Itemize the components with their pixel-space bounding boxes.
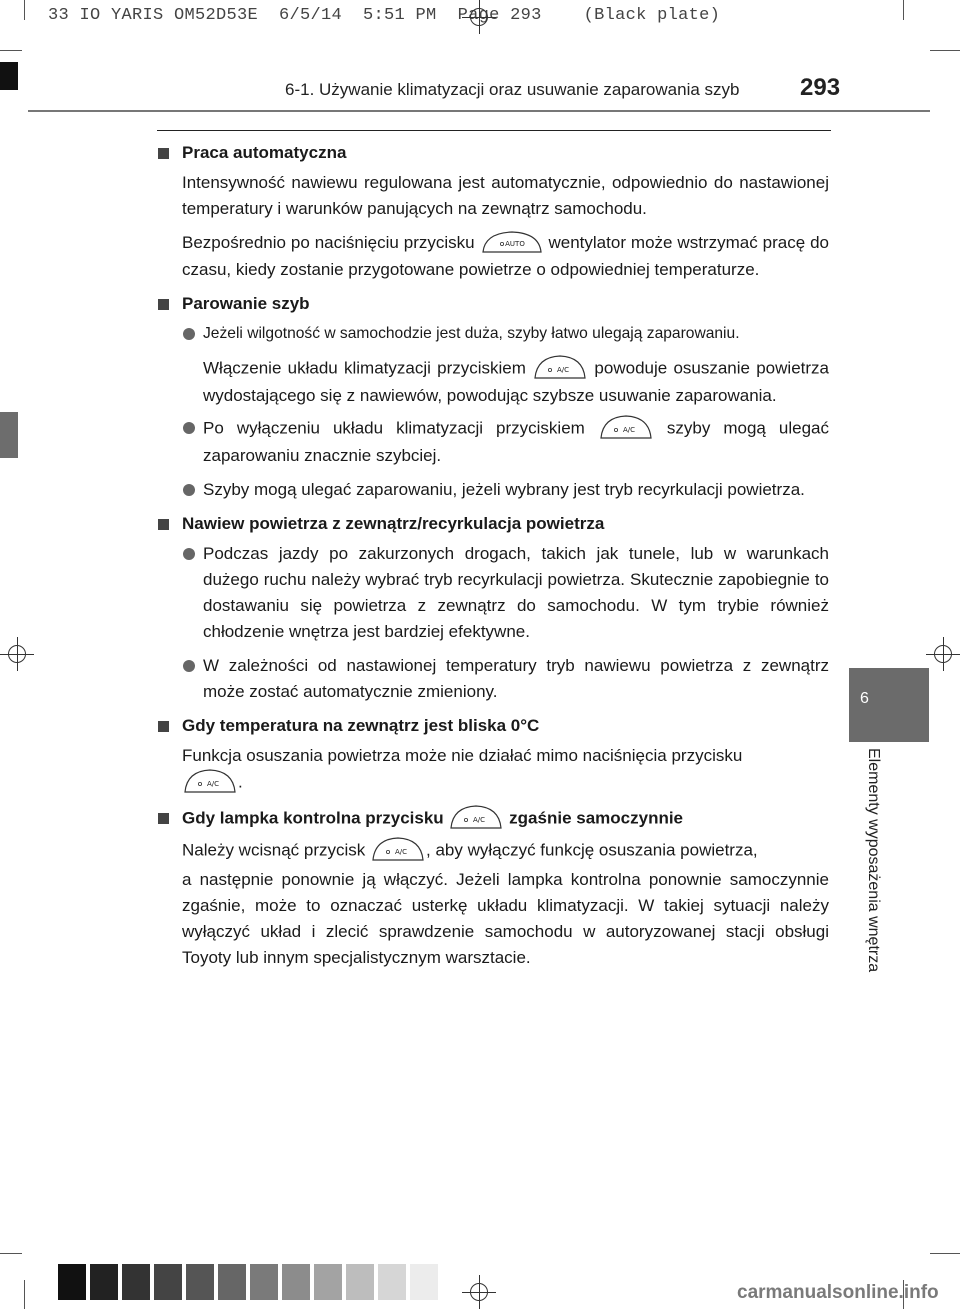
header-divider — [28, 110, 930, 112]
color-swatch — [58, 1264, 86, 1300]
square-bullet-icon — [158, 518, 169, 530]
section-title: Parowanie szyb — [157, 291, 829, 317]
text-run: Należy wcisnąć przycisk — [182, 840, 366, 859]
round-bullet-icon — [183, 547, 195, 560]
crop-mark — [24, 0, 25, 20]
color-swatch — [218, 1264, 246, 1300]
section-title: Gdy temperatura na zewnątrz jest bliska … — [157, 713, 829, 739]
page-header-title: 6-1. Używanie klimatyzacji oraz usuwanie… — [285, 80, 740, 99]
crop-mark — [903, 1280, 904, 1309]
section-title-text: Praca automatyczna — [182, 143, 347, 162]
round-bullet-icon — [183, 659, 195, 672]
ac-button-icon: A/C — [182, 767, 238, 795]
registration-mark-icon — [0, 637, 34, 671]
auto-button-label: AUTO — [505, 240, 525, 248]
section-title-text: zgaśnie samoczynnie — [509, 808, 684, 827]
ac-button-label: A/C — [557, 366, 569, 374]
registration-mark-icon — [926, 637, 960, 671]
color-swatch — [186, 1264, 214, 1300]
crop-mark — [930, 1253, 960, 1254]
paragraph: Włączenie układu klimatyzacji przyciskie… — [157, 353, 829, 409]
color-swatch — [90, 1264, 118, 1300]
round-bullet-icon — [183, 421, 195, 434]
color-swatch — [346, 1264, 374, 1300]
ac-button-label: A/C — [395, 848, 407, 856]
chapter-label: Elementy wyposażenia wnętrza — [865, 748, 882, 973]
print-slug: 33 IO YARIS OM52D53E 6/5/14 5:51 PM Page… — [48, 6, 721, 25]
ac-button-icon: A/C — [598, 413, 654, 441]
color-swatch — [378, 1264, 406, 1300]
thumb-index-black — [0, 62, 18, 90]
registration-mark-icon — [462, 1275, 496, 1309]
page-content: Praca automatyczna Intensywność nawiewu … — [157, 140, 829, 979]
bullet-item: Jeżeli wilgotność w samochodzie jest duż… — [157, 321, 829, 347]
bullet-item: Szyby mogą ulegać zaparowaniu, jeżeli wy… — [157, 477, 829, 503]
paragraph: Bezpośrednio po naciśnięciu przycisku AU… — [157, 230, 829, 283]
page-number: 293 — [800, 74, 841, 101]
bullet-item: Po wyłączeniu układu klimatyzacji przyci… — [157, 413, 829, 469]
bullet-text: Podczas jazdy po zakurzonych drogach, ta… — [203, 543, 829, 641]
crop-mark — [903, 0, 904, 20]
chapter-number: 6 — [860, 690, 869, 707]
square-bullet-icon — [158, 298, 169, 310]
color-swatch — [250, 1264, 278, 1300]
section-recirculation: Nawiew powietrza z zewnątrz/recyrkulacja… — [157, 511, 829, 705]
bullet-item: W zależności od nastawionej temperatury … — [157, 653, 829, 705]
round-bullet-icon — [183, 483, 195, 496]
section-title-text: Parowanie szyb — [182, 293, 310, 313]
ac-button-label: A/C — [207, 780, 219, 788]
ac-button-label: A/C — [473, 816, 485, 824]
crop-mark — [930, 50, 960, 51]
section-automatic: Praca automatyczna Intensywność nawiewu … — [157, 140, 829, 283]
paragraph: Intensywność nawiewu regulowana jest aut… — [182, 173, 829, 218]
section-title-text: Gdy temperatura na zewnątrz jest bliska … — [182, 715, 540, 735]
chapter-tab — [849, 668, 929, 742]
color-swatch — [122, 1264, 150, 1300]
text-run: , aby wyłączyć funkcję osuszania powietr… — [426, 840, 758, 859]
color-swatch — [410, 1264, 438, 1300]
ac-button-label: A/C — [623, 426, 635, 434]
paragraph: Funkcja osuszania powietrza może nie dzi… — [157, 743, 829, 797]
square-bullet-icon — [158, 148, 169, 159]
round-bullet-icon — [183, 327, 195, 340]
section-title: Praca automatyczna — [157, 140, 829, 166]
crop-mark — [0, 1253, 22, 1254]
thumb-index-gray — [0, 412, 18, 458]
paragraph: Należy wcisnąć przycisk A/C , aby wyłącz… — [157, 835, 829, 865]
bullet-text: Szyby mogą ulegać zaparowaniu, jeżeli wy… — [203, 479, 805, 499]
text-run: wentylator może wstrzymać pracę do czasu… — [182, 233, 829, 279]
section-title: Gdy lampka kontrolna przycisku A/C zgaśn… — [157, 803, 829, 833]
paragraph: a następnie ponownie ją włączyć. Jeżeli … — [182, 869, 829, 967]
square-bullet-icon — [158, 720, 169, 732]
ac-button-icon: A/C — [448, 803, 504, 831]
ac-button-icon: A/C — [370, 835, 426, 863]
section-title-text: Nawiew powietrza z zewnątrz/recyrkulacja… — [182, 513, 605, 533]
ac-button-icon: A/C — [532, 353, 588, 381]
content-divider — [157, 130, 831, 131]
text-run: powoduje osuszanie powietrza wydostające… — [203, 358, 829, 405]
bullet-text: W zależności od nastawionej temperatury … — [203, 655, 829, 701]
auto-button-icon: AUTO — [480, 229, 544, 255]
section-cold: Gdy temperatura na zewnątrz jest bliska … — [157, 713, 829, 797]
registration-mark-icon — [462, 0, 496, 34]
crop-mark — [24, 1280, 25, 1309]
text-run: Po wyłączeniu układu klimatyzacji przyci… — [203, 418, 585, 437]
text-run: . — [238, 772, 243, 791]
text-run: Bezpośrednio po naciśnięciu przycisku — [182, 233, 475, 252]
watermark: carmanualsonline.info — [737, 1282, 939, 1303]
color-swatch — [314, 1264, 342, 1300]
square-bullet-icon — [158, 812, 169, 824]
bullet-item: Podczas jazdy po zakurzonych drogach, ta… — [157, 541, 829, 645]
color-swatch — [282, 1264, 310, 1300]
text-run: szyby mogą ulegać zaparowaniu znacznie s… — [203, 418, 829, 465]
section-fogging: Parowanie szyb Jeżeli wilgotność w samoc… — [157, 291, 829, 503]
text-run: Funkcja osuszania powietrza może nie dzi… — [182, 745, 743, 765]
color-swatch — [154, 1264, 182, 1300]
bullet-text: Jeżeli wilgotność w samochodzie jest duż… — [203, 324, 740, 342]
section-title: Nawiew powietrza z zewnątrz/recyrkulacja… — [157, 511, 829, 537]
section-indicator: Gdy lampka kontrolna przycisku A/C zgaśn… — [157, 803, 829, 971]
section-title-text: Gdy lampka kontrolna przycisku — [182, 808, 444, 827]
text-run: Włączenie układu klimatyzacji przyciskie… — [203, 358, 526, 377]
crop-mark — [0, 50, 22, 51]
